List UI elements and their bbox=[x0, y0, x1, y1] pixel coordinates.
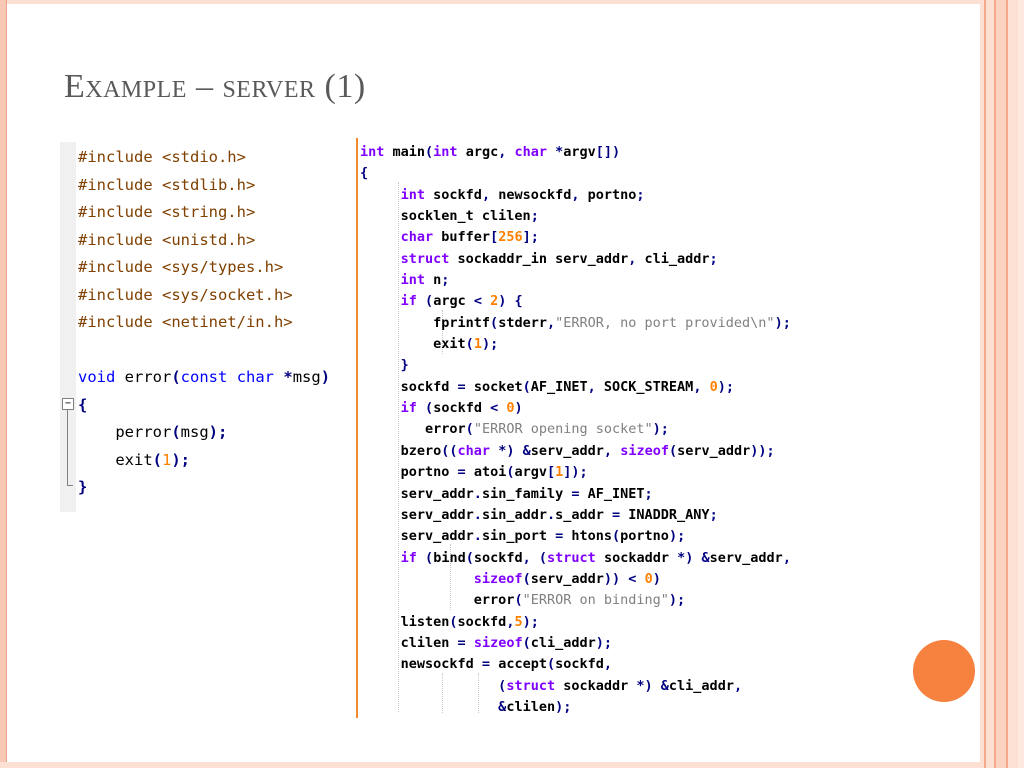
left-code-line: { bbox=[78, 395, 88, 414]
bottom-border bbox=[0, 762, 1024, 768]
right-code-line: if (argc < 2) { bbox=[400, 293, 523, 310]
right-code-line: fprintf(stderr,"ERROR, no port provided\… bbox=[360, 314, 791, 331]
right-code-line: { bbox=[360, 165, 369, 182]
left-code-line: exit(1); bbox=[78, 450, 191, 469]
left-code-line: #include <string.h> bbox=[78, 203, 256, 221]
right-code-line: if (sockfd < 0) bbox=[400, 400, 523, 417]
slide-title-number: (1) bbox=[324, 68, 366, 105]
right-code-line: newsockfd = accept(sockfd, bbox=[360, 656, 613, 673]
right-code-line: sockfd = socket(AF_INET, SOCK_STREAM, 0)… bbox=[360, 378, 735, 395]
right-code-line: serv_addr.sin_addr.s_addr = INADDR_ANY; bbox=[360, 506, 718, 523]
left-code-line bbox=[78, 337, 330, 365]
slide-title-main: Example – server bbox=[64, 68, 316, 105]
right-code-line: if (bind(sockfd, (struct sockaddr *) &se… bbox=[400, 549, 791, 566]
left-code-line: #include <stdlib.h> bbox=[78, 175, 256, 194]
right-code-line: error("ERROR opening socket"); bbox=[360, 421, 669, 438]
indent-guide bbox=[442, 673, 443, 713]
right-code-block: int main(int argc, char *argv[]) { int so… bbox=[360, 142, 791, 718]
left-code-gutter bbox=[60, 142, 76, 512]
left-code-line: #include <netinet/in.h> bbox=[78, 313, 293, 331]
left-border-line bbox=[6, 0, 7, 768]
top-border bbox=[0, 0, 1024, 4]
right-code-line: listen(sockfd,5); bbox=[360, 613, 539, 630]
fold-guide-line bbox=[67, 410, 68, 486]
right-code-line: socklen_t clilen; bbox=[360, 208, 539, 225]
left-code-line: perror(msg); bbox=[78, 423, 228, 441]
right-code-line: &clilen); bbox=[498, 698, 572, 715]
right-code-line: exit(1); bbox=[360, 336, 499, 353]
right-code-margin-bar bbox=[356, 138, 358, 718]
right-code-line: int main(int argc, char *argv[]) bbox=[360, 144, 621, 160]
left-code-line: #include <sys/types.h> bbox=[78, 258, 284, 276]
right-code-line: int sockfd, newsockfd, portno; bbox=[400, 186, 645, 203]
left-code-block: #include <stdio.h> #include <stdlib.h> #in… bbox=[78, 144, 330, 502]
right-code-line: bzero((char *) &serv_addr, sizeof(serv_a… bbox=[360, 442, 775, 459]
right-code-line: (struct sockaddr *) &cli_addr, bbox=[498, 677, 743, 694]
right-code-line: char buffer[256]; bbox=[400, 229, 539, 246]
right-code-line: serv_addr.sin_family = AF_INET; bbox=[360, 485, 653, 502]
indent-guide bbox=[398, 182, 399, 712]
right-code-line: portno = atoi(argv[1]); bbox=[360, 464, 588, 481]
left-code-line: #include <unistd.h> bbox=[78, 230, 256, 249]
decorative-orange-circle bbox=[913, 640, 975, 702]
left-code-line: #include <stdio.h> bbox=[78, 148, 246, 166]
right-decorative-stripes bbox=[980, 0, 1024, 768]
right-code-line: } bbox=[400, 357, 409, 374]
left-code-line: void error(const char *msg) bbox=[78, 368, 331, 386]
left-code-line: #include <sys/socket.h> bbox=[78, 285, 293, 304]
right-code-panel: int main(int argc, char *argv[]) { int so… bbox=[356, 138, 896, 718]
indent-guide bbox=[478, 673, 479, 713]
indent-guide bbox=[442, 310, 443, 354]
right-code-line: error("ERROR on binding"); bbox=[360, 592, 686, 609]
left-border bbox=[0, 0, 6, 768]
left-code-panel: − #include <stdio.h>#include <stdlib.h>#… bbox=[60, 142, 356, 512]
fold-guide-end bbox=[67, 485, 73, 486]
right-code-line: sizeof(serv_addr)) < 0) bbox=[473, 570, 661, 587]
right-code-line: clilen = sizeof(cli_addr); bbox=[360, 634, 613, 651]
right-code-line: int n; bbox=[400, 272, 450, 289]
left-code-line: } bbox=[78, 478, 88, 496]
right-code-line: struct sockaddr_in serv_addr, cli_addr; bbox=[400, 250, 718, 267]
fold-collapse-icon[interactable]: − bbox=[62, 398, 74, 410]
right-code-line: serv_addr.sin_port = htons(portno); bbox=[360, 528, 686, 545]
indent-guide bbox=[450, 544, 451, 610]
slide-title: Example – server (1) bbox=[64, 68, 366, 106]
